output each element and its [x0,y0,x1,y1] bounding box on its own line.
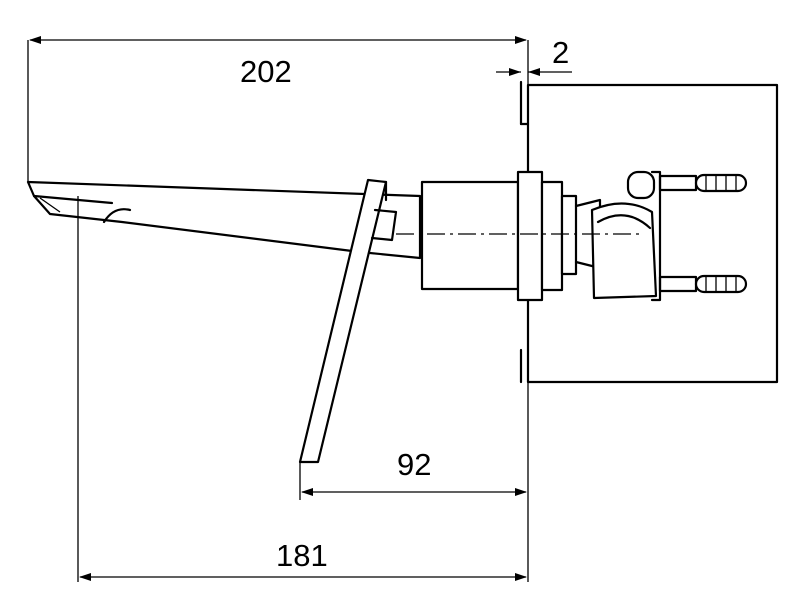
spout [26,180,422,260]
mounting-bolt-bottom [658,274,748,294]
dimension-lever-to-wall: 92 [301,447,527,496]
extension-lines [27,40,529,582]
dimension-label-181: 181 [276,538,328,573]
mounting-bolt-top [658,173,748,193]
valve-body [420,170,662,302]
dimension-wall-gap: 2 [496,35,572,76]
dimension-spout-to-wall: 181 [79,538,527,581]
dimension-label-2: 2 [552,35,569,70]
dimension-overall-length: 202 [29,36,527,89]
lever-handle [298,178,398,464]
dimension-label-202: 202 [240,54,292,89]
dimension-label-92: 92 [397,447,431,482]
